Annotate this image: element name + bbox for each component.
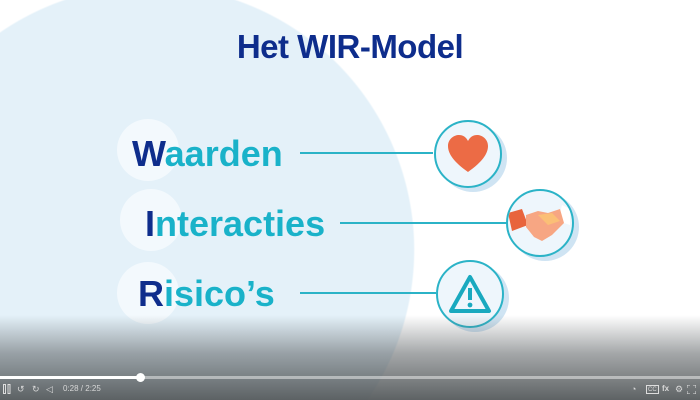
letter-circle	[117, 119, 179, 181]
time-display: 0:28 / 2:25	[63, 384, 101, 393]
heart-icon	[434, 120, 502, 188]
item-risicos: Risico’s	[138, 273, 275, 315]
fullscreen-button[interactable]	[687, 383, 696, 395]
slide-title: Het WIR-Model	[236, 28, 464, 65]
word-rest: aarden	[164, 133, 283, 174]
seek-bar-fill	[0, 376, 140, 379]
letter-circle	[120, 189, 182, 251]
word-rest: isico’s	[164, 273, 275, 314]
audio-description-icon[interactable]: ◔	[631, 384, 637, 394]
captions-button[interactable]: CC	[646, 385, 659, 394]
settings-gear-icon[interactable]: ⚙	[675, 384, 684, 394]
handshake-icon	[506, 189, 574, 257]
letter-circle	[117, 262, 179, 324]
controls-overlay	[0, 315, 700, 400]
word-rest: nteracties	[155, 203, 326, 244]
rewind-10-button[interactable]: ↺	[17, 384, 25, 394]
initial: R	[138, 273, 164, 314]
connector-line	[300, 292, 436, 294]
item-waarden: Waarden	[132, 133, 283, 175]
connector-line	[300, 152, 433, 154]
pause-button[interactable]	[3, 383, 11, 395]
connector-line	[340, 222, 508, 224]
forward-10-button[interactable]: ↻	[32, 384, 40, 394]
initial: W	[132, 133, 165, 174]
seek-handle[interactable]	[136, 373, 145, 382]
seek-bar[interactable]	[0, 373, 700, 382]
initial: I	[145, 203, 156, 244]
speed-button[interactable]: fx	[662, 384, 670, 393]
volume-button[interactable]: ◁	[46, 384, 53, 394]
item-interacties: Interacties	[145, 203, 325, 245]
